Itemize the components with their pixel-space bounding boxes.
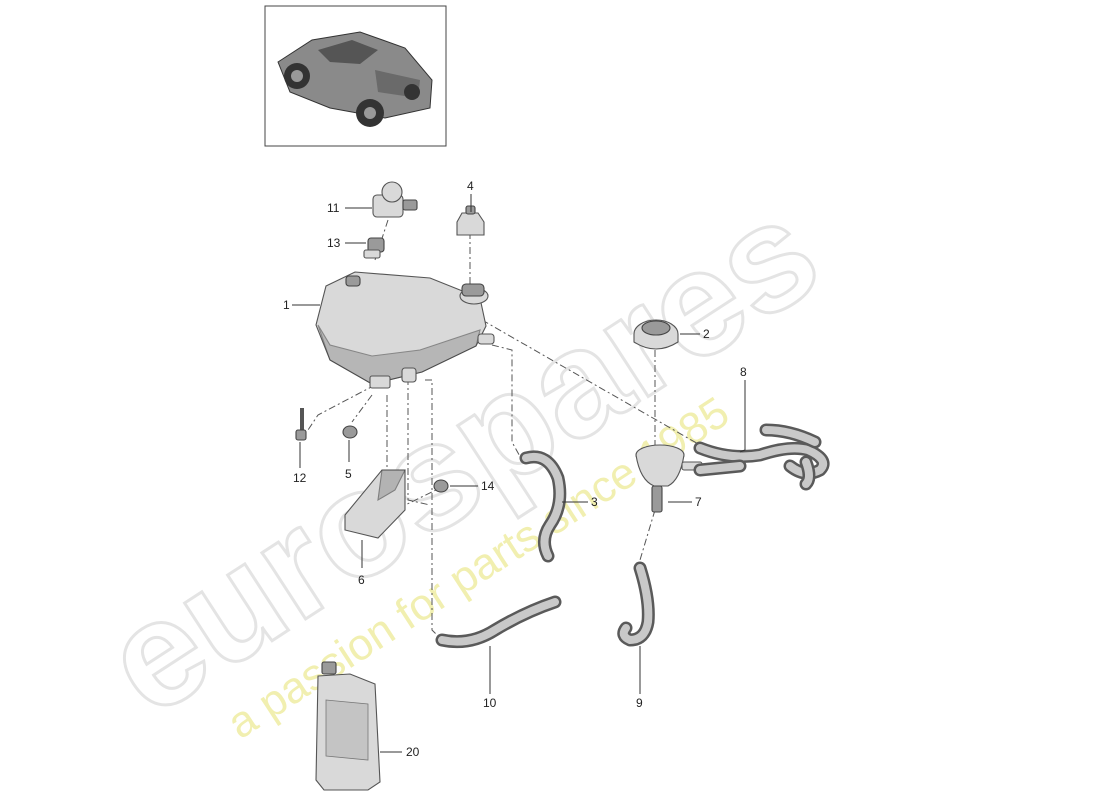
callout-13: 13	[327, 236, 341, 250]
part-5-plug	[342, 425, 358, 439]
callout-10: 10	[483, 696, 497, 710]
leader-lines	[292, 194, 746, 753]
callout-3: 3	[591, 495, 598, 509]
callout-20: 20	[406, 745, 420, 759]
part-2-filler-cap	[633, 319, 679, 350]
part-10-hose	[435, 595, 562, 649]
callout-11: 11	[327, 201, 340, 215]
part-6-bracket	[344, 469, 406, 539]
callout-12: 12	[293, 471, 307, 485]
callout-7: 7	[695, 495, 702, 509]
callout-8: 8	[740, 365, 747, 379]
callout-4: 4	[467, 179, 474, 193]
part-11-actuator	[372, 181, 418, 218]
callout-5: 5	[345, 467, 352, 481]
part-9-hose	[617, 561, 655, 647]
part-1-reservoir	[315, 271, 495, 389]
part-20-coolant-bottle	[315, 661, 381, 791]
part-12-sensor	[295, 408, 307, 441]
callout-9: 9	[636, 696, 643, 710]
callout-1: 1	[283, 298, 290, 312]
car-thumbnail	[264, 5, 447, 147]
part-13-grommet	[363, 237, 385, 259]
callout-labels: 1 2 3 4 5 6 7 8 9 10 11 12 13 14 20	[283, 179, 747, 759]
part-14-grommet	[433, 479, 449, 493]
part-3-hose	[519, 450, 567, 563]
callout-6: 6	[358, 573, 365, 587]
car-thumbnail-icon	[277, 31, 433, 127]
callout-14: 14	[481, 479, 495, 493]
part-8-hose-assembly	[693, 423, 830, 491]
part-7-filler-neck	[635, 444, 703, 513]
callout-2: 2	[703, 327, 710, 341]
